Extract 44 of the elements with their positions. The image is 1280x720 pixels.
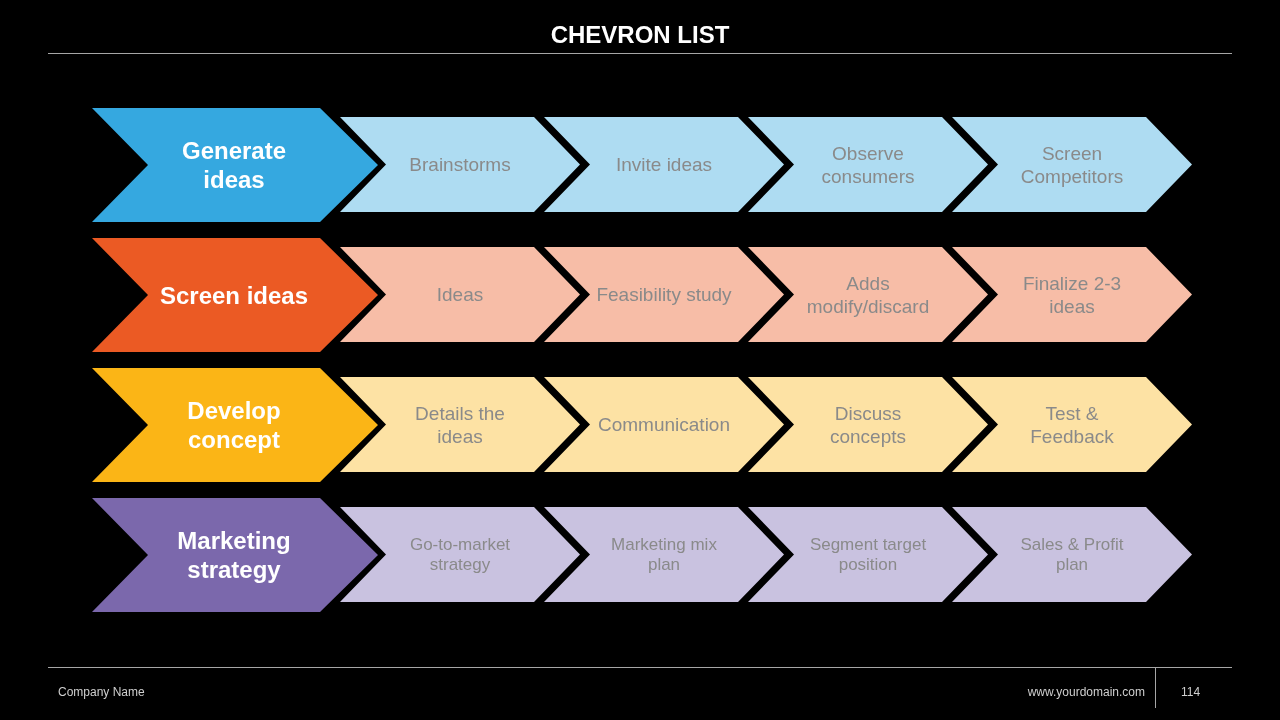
- stage-title: Generate ideas: [180, 136, 288, 194]
- step-text: Sales & Profit plan: [1019, 534, 1125, 575]
- chevron-step: [340, 507, 580, 602]
- chevron-step: [952, 247, 1192, 342]
- footer-text: Company Name: [58, 684, 145, 700]
- step-text: Invite ideas: [615, 153, 713, 176]
- step-text: Marketing mix plan: [610, 534, 718, 575]
- stage-title: Marketing strategy: [176, 526, 292, 584]
- footer-text: www.yourdomain.com: [1027, 684, 1145, 700]
- chevron-header: [92, 498, 378, 612]
- step-text: Discuss concepts: [828, 401, 907, 448]
- chevron-step: [340, 247, 580, 342]
- stage-title: Develop concept: [186, 396, 282, 454]
- step-text: Adds modify/discard: [805, 271, 931, 318]
- step-text: Details the ideas: [414, 401, 506, 448]
- page-number: 114: [1181, 684, 1201, 700]
- step-text: Screen Competitors: [1019, 141, 1125, 188]
- chevron-step: [544, 507, 784, 602]
- step-text: Segment target position: [808, 534, 928, 575]
- chevron-header: [92, 108, 378, 222]
- chevron-step: [748, 507, 988, 602]
- step-text: Feasibility study: [596, 283, 732, 306]
- chevron-step: [748, 247, 988, 342]
- step-text: Communication: [598, 413, 730, 436]
- chevron-step: [952, 117, 1192, 212]
- chevron-step: [340, 377, 580, 472]
- chevron-header: [92, 238, 378, 352]
- chevron-step: [544, 377, 784, 472]
- step-text: Go-to-market strategy: [408, 534, 512, 575]
- chevron-step: [544, 247, 784, 342]
- step-text: Brainstorms: [409, 153, 511, 176]
- chevron-header: [92, 368, 378, 482]
- step-text: Observe consumers: [820, 141, 916, 188]
- chevron-step: [544, 117, 784, 212]
- slide-title: CHEVRON LIST: [549, 20, 731, 50]
- chevron-step: [340, 117, 580, 212]
- chevron-step: [748, 117, 988, 212]
- chevron-step: [748, 377, 988, 472]
- chevron-step: [952, 377, 1192, 472]
- step-text: Finalize 2-3 ideas: [1021, 271, 1123, 318]
- chevron-step: [952, 507, 1192, 602]
- step-text: Test & Feedback: [1029, 401, 1115, 448]
- stage-title: Screen ideas: [159, 280, 309, 310]
- step-text: Ideas: [436, 283, 484, 306]
